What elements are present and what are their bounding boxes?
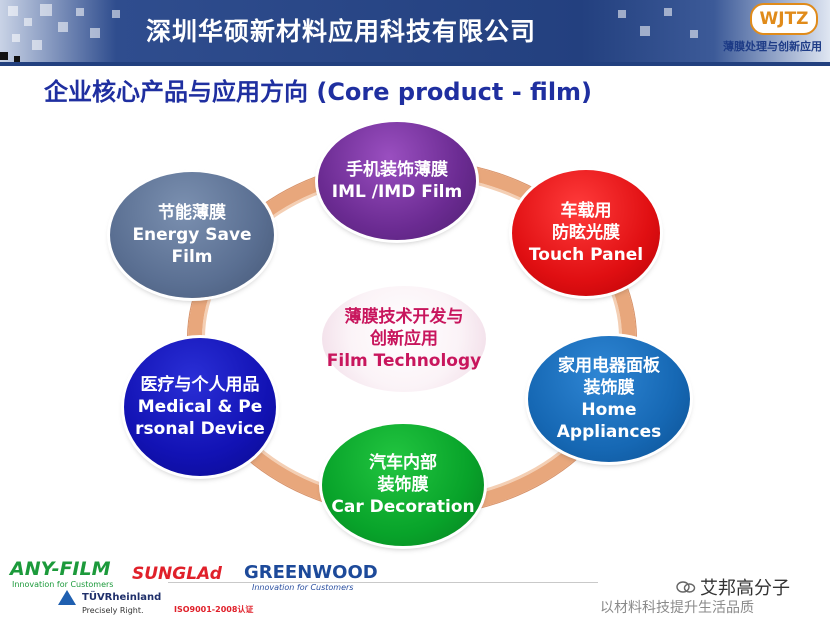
node-line: Film Technology [326,351,482,371]
node-line: 节能薄膜 [158,203,226,223]
tuv-logo: TÜVRheinland [82,592,162,603]
node-film-technology: 薄膜技术开发与 创新应用 Film Technology [322,286,486,392]
node-line: 装饰膜 [377,475,429,495]
node-line: 装饰膜 [583,378,635,398]
decor-square [0,52,8,60]
node-line: Film [171,247,213,267]
node-line: 手机装饰薄膜 [346,160,448,180]
node-line: 车载用 [560,201,612,221]
node-home-appliances: 家用电器面板 装饰膜 Home Appliances [528,336,690,462]
node-line: 医疗与个人用品 [140,375,260,395]
tuv-tagline: Precisely Right. [82,606,144,615]
header-banner: 深圳华硕新材料应用科技有限公司 WJTZ 薄膜处理与创新应用 [0,0,830,62]
node-line: 创新应用 [370,329,438,349]
header-divider [0,62,830,66]
node-iml-film: 手机装饰薄膜 IML /IMD Film [318,122,476,240]
wechat-icon [676,581,696,593]
node-line: Appliances [556,422,662,442]
node-medical-personal-device: 医疗与个人用品 Medical & Pe rsonal Device [124,338,276,476]
greenwood-tagline: Innovation for Customers [252,583,354,592]
node-line: rsonal Device [135,419,265,439]
node-line: Home [581,400,637,420]
node-line: 薄膜技术开发与 [344,307,464,327]
company-logo: WJTZ [750,3,818,35]
node-line: 家用电器面板 [558,356,660,376]
watermark-account-name: 艾邦高分子 [700,578,790,599]
sungard-logo: SUNGLAd [132,564,222,584]
node-line: 防眩光膜 [552,223,620,243]
node-car-decoration: 汽车内部 装饰膜 Car Decoration [322,424,484,546]
anyfilm-tagline: Innovation for Customers [12,580,114,589]
logo-slogan: 薄膜处理与创新应用 [723,40,822,53]
node-line: 汽车内部 [369,453,437,473]
node-touch-panel: 车载用 防眩光膜 Touch Panel [512,170,660,296]
node-line: Energy Save [132,225,252,245]
decor-square [14,56,20,62]
node-line: Medical & Pe [137,397,263,417]
node-line: Car Decoration [331,497,475,517]
tuv-triangle-icon [58,590,76,605]
watermark-slogan: 以材料科技提升生活品质 [600,600,754,616]
node-line: Touch Panel [528,245,644,265]
anyfilm-logo: ANY-FILM [10,558,111,580]
iso-certification: ISO9001-2008认证 [174,605,254,614]
node-energy-save-film: 节能薄膜 Energy Save Film [110,172,274,298]
greenwood-logo: GREENWOOD [244,562,378,583]
footer-divider [168,582,598,583]
company-name: 深圳华硕新材料应用科技有限公司 [146,17,537,46]
node-line: IML /IMD Film [331,182,463,202]
page-title: 企业核心产品与应用方向 (Core product - film) [44,78,593,106]
